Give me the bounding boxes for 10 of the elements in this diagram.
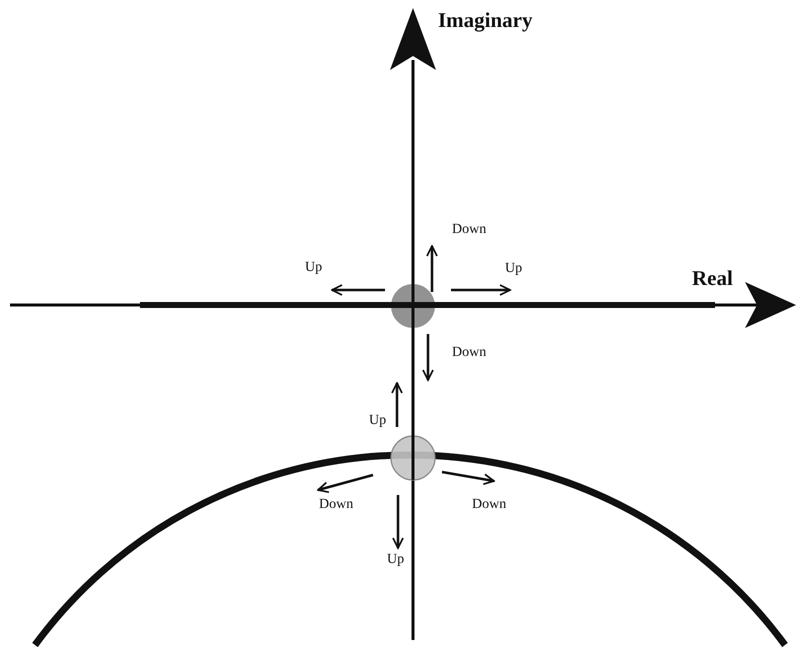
- direction-label: Down: [472, 497, 506, 513]
- direction-label: Up: [505, 261, 522, 277]
- direction-label: Down: [319, 497, 354, 513]
- direction-label: Down: [452, 345, 486, 361]
- axis-label: Imaginary: [438, 8, 532, 32]
- direction-label: Up: [387, 552, 404, 568]
- direction-label: Up: [305, 260, 322, 276]
- axis-label: Real: [692, 266, 733, 290]
- direction-label: Down: [452, 222, 486, 238]
- direction-label: Up: [369, 413, 386, 429]
